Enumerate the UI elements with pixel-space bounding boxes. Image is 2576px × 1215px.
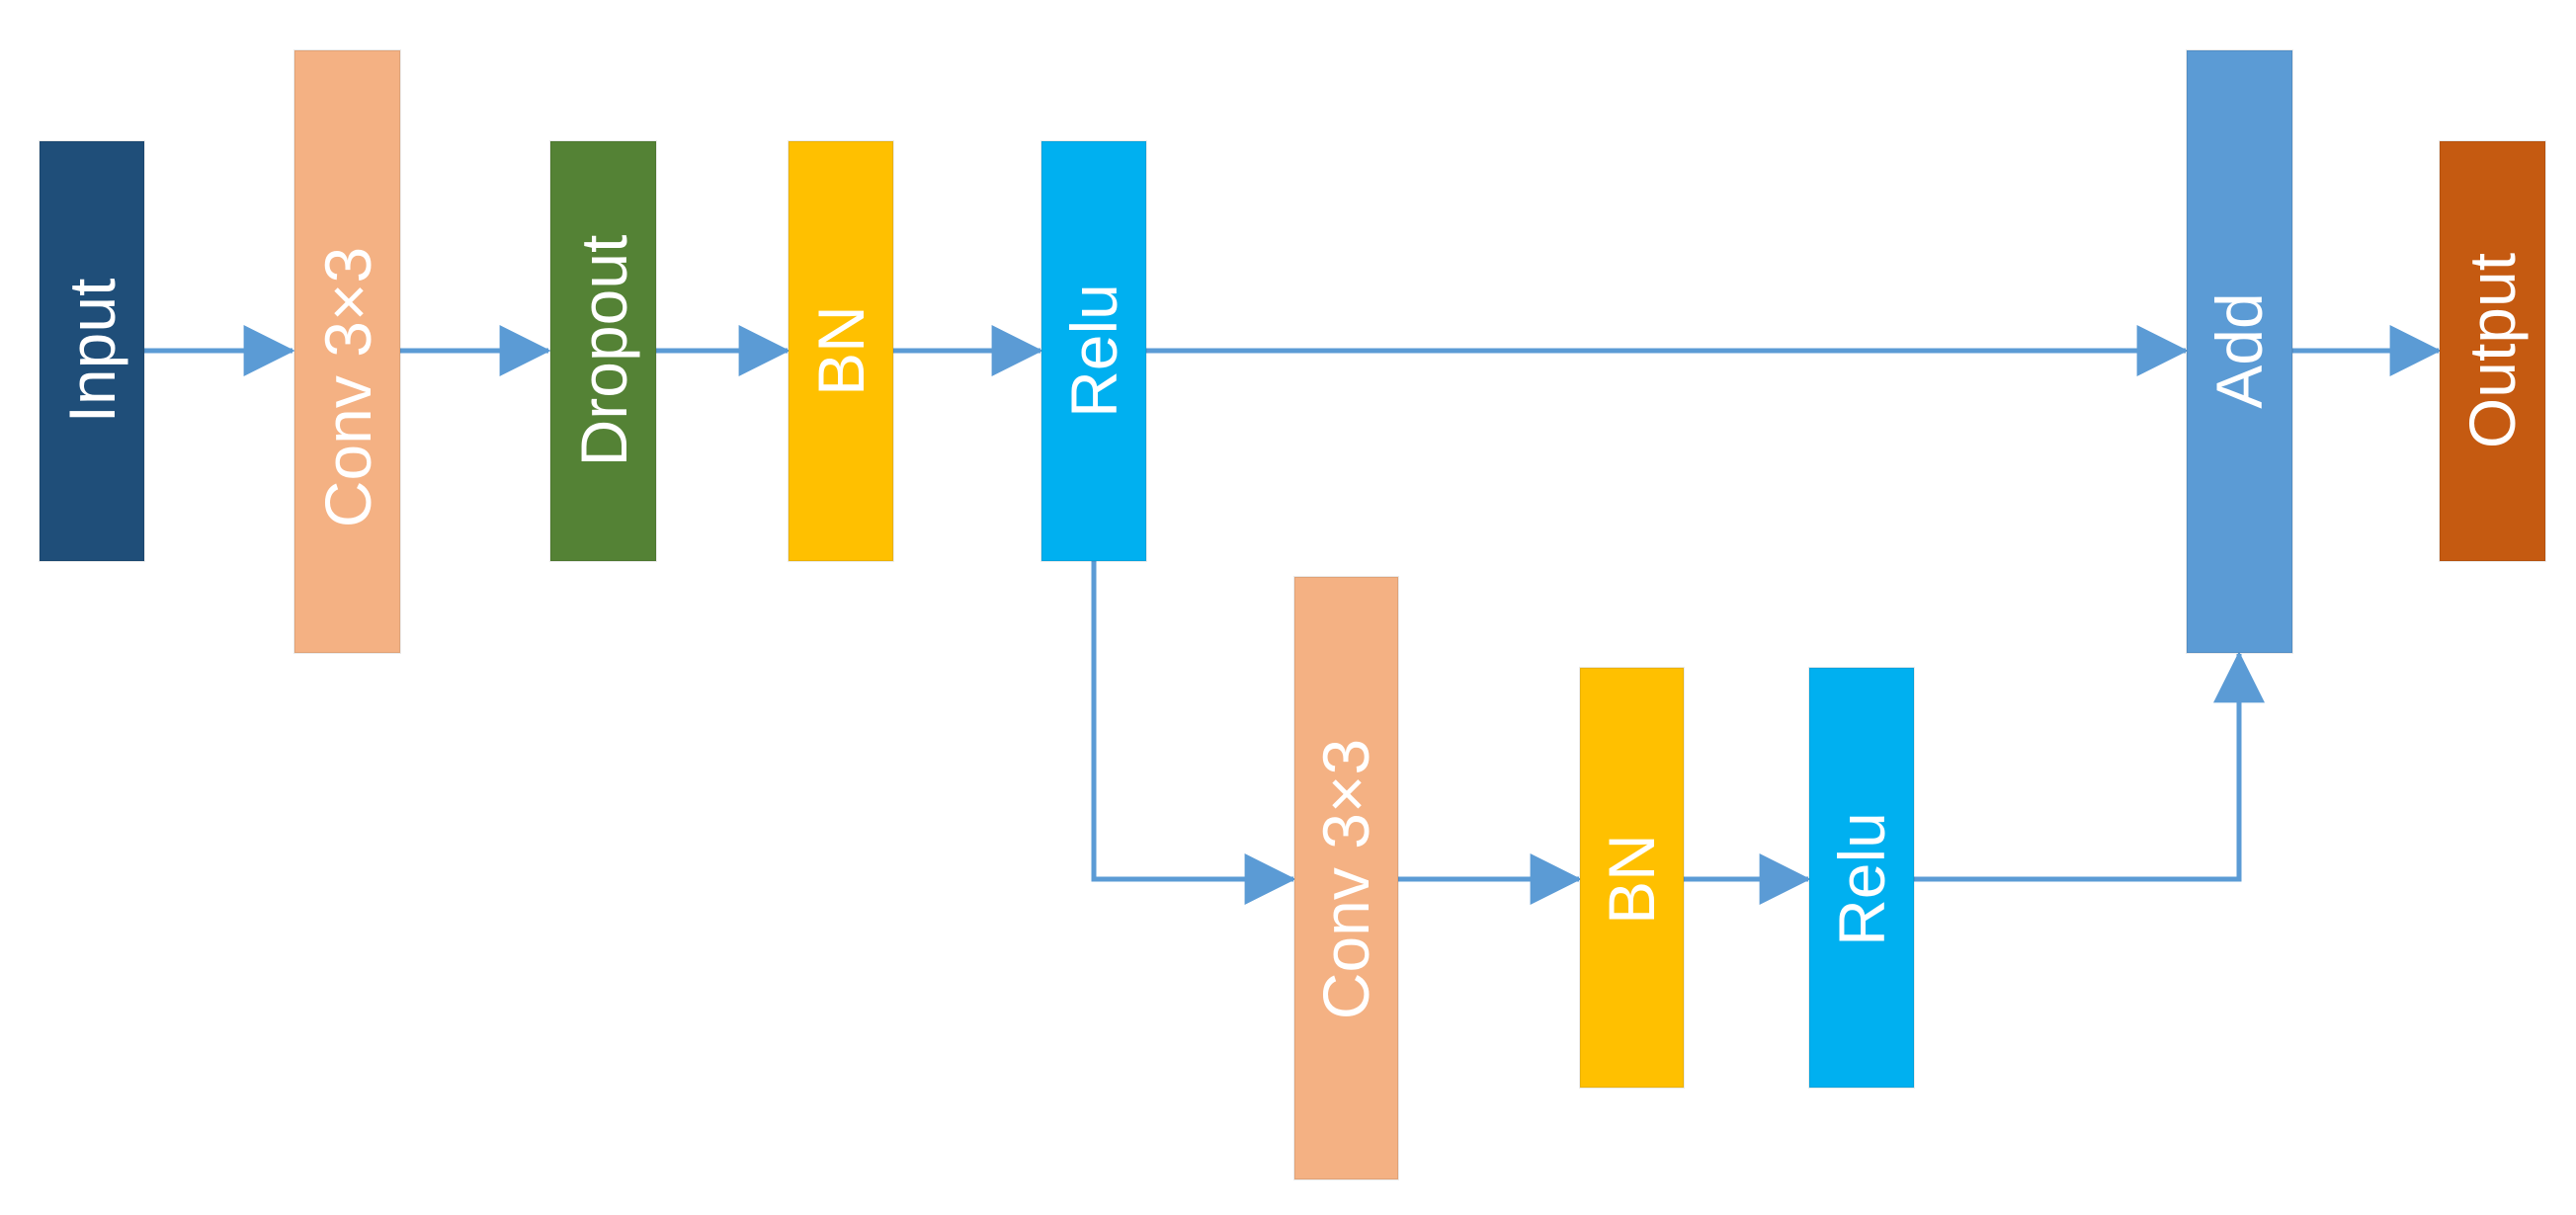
block-input: Input bbox=[39, 140, 145, 562]
edge-relu1-conv2 bbox=[1091, 561, 1296, 905]
edges bbox=[144, 325, 2442, 905]
block-relu2-rect bbox=[1808, 667, 1915, 1089]
block-add-rect bbox=[2186, 49, 2293, 654]
block-add: Add bbox=[2186, 49, 2293, 654]
block-conv1-rect bbox=[293, 49, 401, 654]
block-output-rect bbox=[2439, 140, 2546, 562]
block-bn2: BN bbox=[1579, 667, 1685, 1089]
block-input-label: Input bbox=[55, 279, 128, 424]
edge-relu2-add bbox=[1914, 651, 2265, 882]
block-relu1-rect bbox=[1040, 140, 1147, 562]
block-input-rect bbox=[39, 140, 145, 562]
block-relu2-label: Relu bbox=[1825, 812, 1898, 946]
block-add-label: Add bbox=[2202, 292, 2276, 408]
block-dropout-rect bbox=[549, 140, 657, 562]
block-bn2-rect bbox=[1579, 667, 1685, 1089]
block-relu2: Relu bbox=[1808, 667, 1915, 1089]
block-conv2-rect bbox=[1293, 576, 1399, 1180]
block-output: Output bbox=[2439, 140, 2546, 562]
block-relu1: Relu bbox=[1040, 140, 1147, 562]
blocks: Input Conv 3×3 Dropout BN Relu Add Outpu… bbox=[39, 49, 2546, 1180]
block-conv1: Conv 3×3 bbox=[293, 49, 401, 654]
block-bn2-label: BN bbox=[1595, 834, 1668, 925]
block-bn1: BN bbox=[788, 140, 894, 562]
block-conv2: Conv 3×3 bbox=[1293, 576, 1399, 1180]
block-relu1-label: Relu bbox=[1057, 284, 1130, 418]
block-conv1-label: Conv 3×3 bbox=[311, 247, 384, 527]
block-bn1-rect bbox=[788, 140, 894, 562]
block-dropout: Dropout bbox=[549, 140, 657, 562]
block-conv2-label: Conv 3×3 bbox=[1309, 739, 1382, 1019]
block-output-label: Output bbox=[2455, 253, 2529, 448]
block-dropout-label: Dropout bbox=[567, 235, 640, 467]
block-bn1-label: BN bbox=[804, 305, 877, 396]
